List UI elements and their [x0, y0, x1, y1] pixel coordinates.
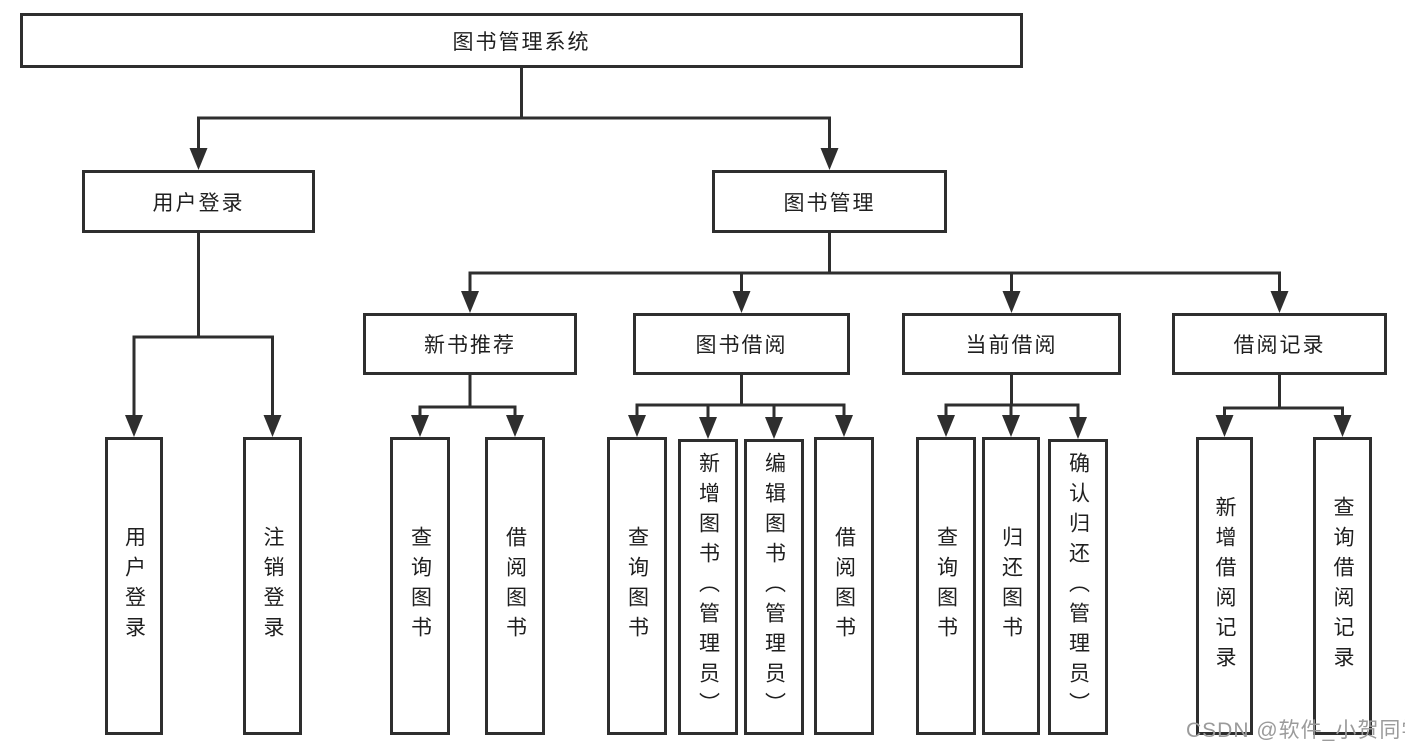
arrowhead-leaf-add-borrow-record	[1215, 415, 1234, 437]
node-label-leaf-add-books: 新增图书（管理员）	[696, 452, 720, 722]
node-label-leaf-user-login: 用户登录	[122, 526, 146, 646]
node-leaf-query-books-3: 查询图书	[916, 437, 976, 735]
arrowhead-leaf-return-books	[1002, 415, 1020, 437]
node-label-leaf-query-books-1: 查询图书	[408, 526, 432, 646]
node-label-borrowing-records: 借阅记录	[1233, 334, 1326, 357]
arrowhead-leaf-edit-books	[765, 417, 783, 439]
node-label-leaf-return-books: 归还图书	[999, 526, 1023, 646]
arrowhead-leaf-borrow-books-2	[835, 415, 853, 437]
node-label-new-book-recommend: 新书推荐	[424, 334, 516, 357]
node-book-borrowing: 图书借阅	[633, 313, 850, 375]
arrowhead-leaf-add-books	[699, 417, 717, 439]
arrowhead-leaf-confirm-return	[1069, 417, 1087, 439]
node-label-leaf-logout: 注销登录	[261, 526, 284, 646]
arrowhead-leaf-logout	[263, 415, 282, 437]
node-leaf-user-login: 用户登录	[105, 437, 163, 735]
node-current-borrowing: 当前借阅	[902, 313, 1121, 375]
node-label-leaf-borrow-books-2: 借阅图书	[832, 526, 856, 646]
connector-current-borrowing	[937, 374, 1087, 439]
node-borrowing-records: 借阅记录	[1172, 313, 1387, 375]
node-leaf-add-books: 新增图书（管理员）	[678, 439, 738, 735]
arrowhead-current-borrowing	[1002, 291, 1021, 313]
arrowhead-borrowing-records	[1270, 291, 1289, 313]
node-label-book-management: 图书管理	[783, 191, 876, 215]
node-leaf-borrow-books-2: 借阅图书	[814, 437, 874, 735]
node-label-leaf-query-borrow-record: 查询借阅记录	[1331, 496, 1354, 676]
connector-root	[189, 67, 839, 170]
node-label-current-borrowing: 当前借阅	[965, 334, 1058, 357]
node-label-leaf-confirm-return: 确认归还（管理员）	[1066, 452, 1090, 722]
arrowhead-leaf-query-books-1	[411, 415, 429, 437]
arrowhead-leaf-query-books-3	[937, 415, 955, 437]
node-label-leaf-edit-books: 编辑图书（管理员）	[762, 452, 786, 722]
node-leaf-add-borrow-record: 新增借阅记录	[1196, 437, 1253, 735]
arrowhead-new-book-recommend	[461, 291, 479, 313]
node-leaf-confirm-return: 确认归还（管理员）	[1048, 439, 1108, 735]
node-leaf-logout: 注销登录	[243, 437, 302, 735]
watermark: CSDN @软件_小贺同学	[1186, 719, 1405, 742]
node-label-leaf-borrow-books-1: 借阅图书	[503, 526, 527, 646]
connector-book-borrowing	[628, 374, 853, 439]
node-label-leaf-query-books-2: 查询图书	[625, 526, 649, 646]
connector-new-book-recommend	[411, 374, 524, 437]
connector-book-management	[461, 232, 1289, 313]
arrowhead-leaf-query-borrow-record	[1333, 415, 1352, 437]
connector-borrowing-records	[1215, 374, 1352, 437]
node-label-user-login: 用户登录	[152, 191, 245, 215]
arrowhead-leaf-user-login	[125, 415, 143, 437]
node-leaf-borrow-books-1: 借阅图书	[485, 437, 545, 735]
node-leaf-query-borrow-record: 查询借阅记录	[1313, 437, 1372, 735]
node-user-login: 用户登录	[82, 170, 315, 233]
node-label-book-borrowing: 图书借阅	[695, 334, 788, 357]
arrowhead-leaf-query-books-2	[628, 415, 646, 437]
arrowhead-book-management	[820, 148, 839, 170]
connector-user-login	[125, 232, 282, 437]
node-leaf-query-books-2: 查询图书	[607, 437, 667, 735]
arrowhead-book-borrowing	[732, 291, 751, 313]
node-label-leaf-add-borrow-record: 新增借阅记录	[1213, 496, 1236, 676]
node-root: 图书管理系统	[20, 13, 1023, 68]
node-label-leaf-query-books-3: 查询图书	[934, 526, 958, 646]
node-leaf-query-books-1: 查询图书	[390, 437, 450, 735]
arrowhead-leaf-borrow-books-1	[506, 415, 524, 437]
node-book-management: 图书管理	[712, 170, 947, 233]
arrowhead-user-login	[189, 148, 208, 170]
node-leaf-return-books: 归还图书	[982, 437, 1040, 735]
node-leaf-edit-books: 编辑图书（管理员）	[744, 439, 804, 735]
node-label-root: 图书管理系统	[452, 30, 591, 54]
node-new-book-recommend: 新书推荐	[363, 313, 577, 375]
